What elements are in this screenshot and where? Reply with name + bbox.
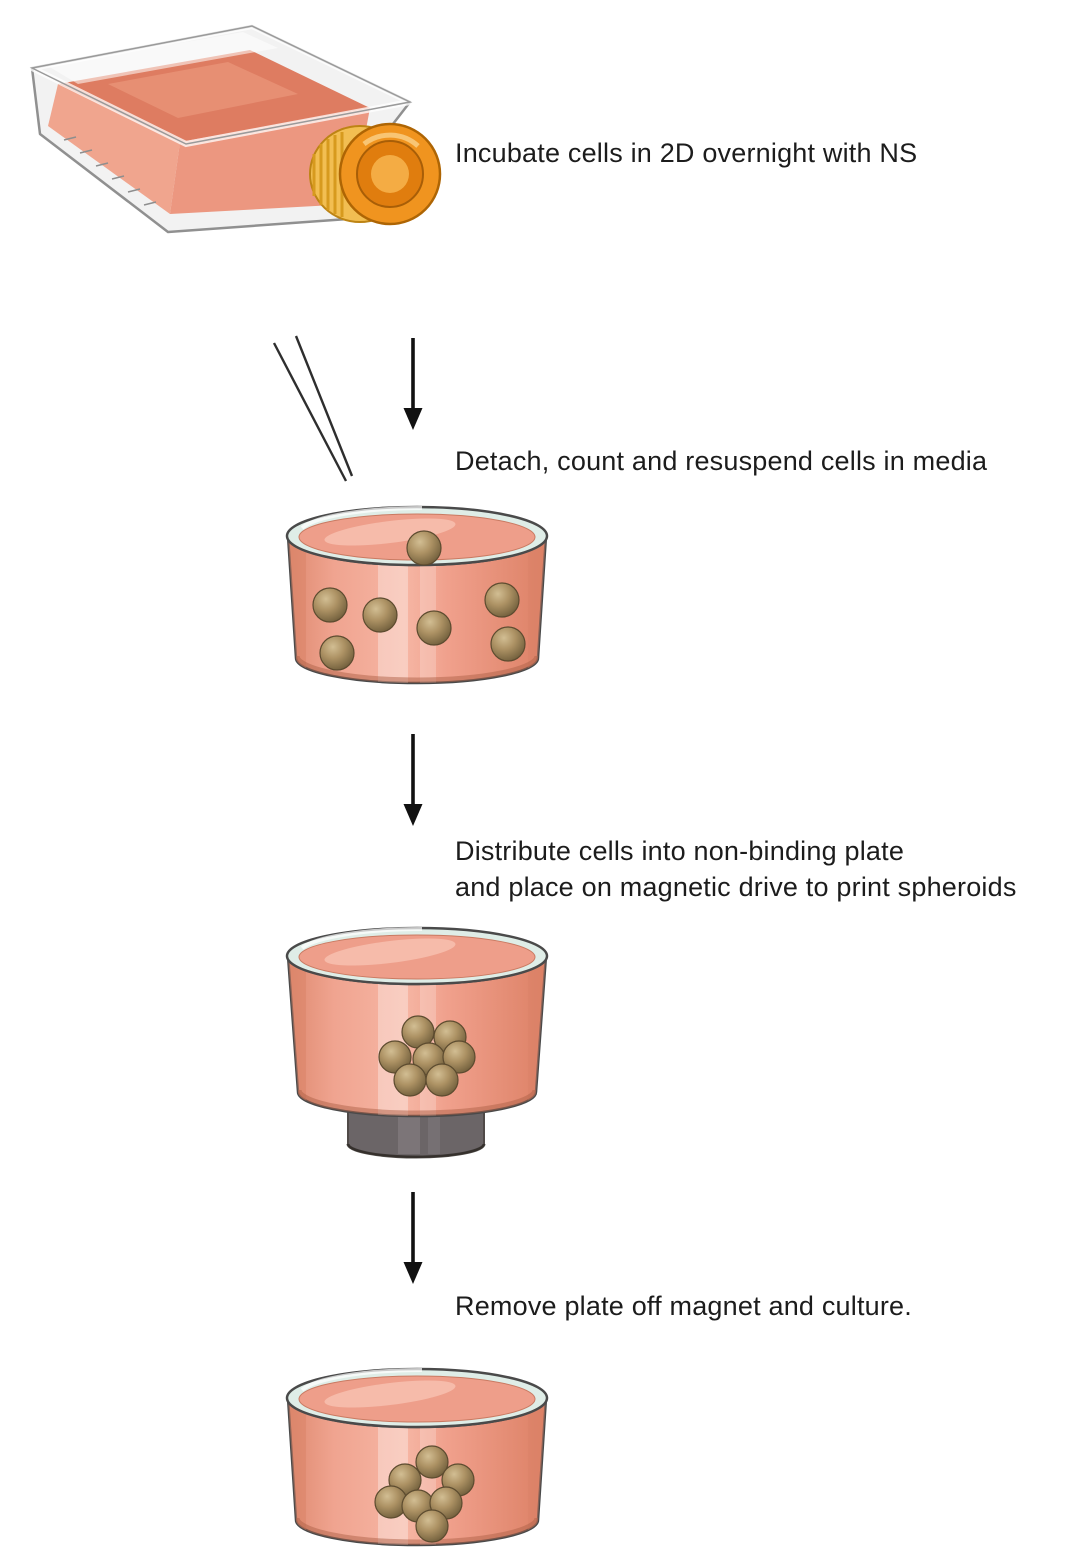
culture-flask-icon: [22, 22, 442, 234]
step-2-label: Detach, count and resuspend cells in med…: [455, 446, 988, 476]
petri-dish-with-spheroid-icon: [285, 1367, 549, 1547]
rim-gloss: [300, 506, 423, 530]
cell-at-surface: [406, 530, 442, 566]
cultured-spheroid-cluster: [374, 1445, 475, 1543]
step-3-label-line1: Distribute cells into non-binding plate: [455, 836, 905, 866]
media-sheen: [108, 62, 298, 118]
down-arrow-icon: [403, 1192, 423, 1284]
step-4-label: Remove plate off magnet and culture.: [455, 1291, 912, 1321]
flask-top-highlight: [48, 32, 278, 84]
step-3-label: Distribute cells into non-binding plate …: [455, 834, 1017, 906]
flask-cap-icon: [309, 122, 442, 226]
pipette-tip-icon: [272, 335, 354, 482]
petri-dish-with-suspended-cells-icon: [285, 505, 549, 685]
rim-gloss: [300, 927, 423, 950]
rim-gloss: [300, 1368, 423, 1392]
down-arrow-icon: [403, 734, 423, 826]
down-arrow-icon: [403, 338, 423, 430]
surface-highlight: [324, 518, 456, 546]
suspended-cells: [312, 582, 526, 671]
surface-highlight: [324, 938, 456, 966]
step-3-label-line2: and place on magnetic drive to print sph…: [455, 871, 1017, 902]
step-1-label: Incubate cells in 2D overnight with NS: [455, 138, 918, 168]
plate-on-magnetic-drive-icon: [285, 926, 549, 1159]
printed-spheroid-cluster: [378, 1015, 476, 1097]
flask-media: [48, 84, 180, 214]
flask-graduations: [63, 136, 157, 206]
surface-highlight: [324, 1380, 456, 1408]
